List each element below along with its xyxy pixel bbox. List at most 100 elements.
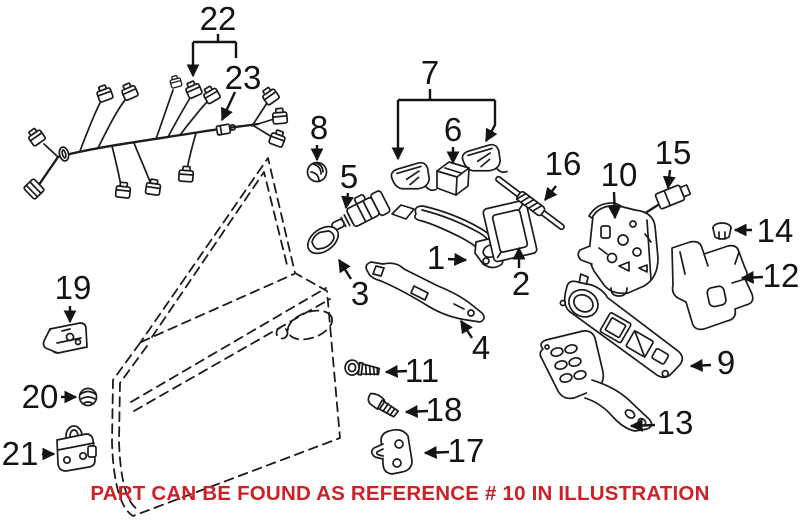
door-handle-cutout (286, 309, 334, 341)
part-6-lock-cap (436, 161, 470, 196)
callout-15: 15 (655, 134, 692, 190)
part-22-wiring-harness (23, 74, 289, 200)
leader-arrow-18 (404, 404, 429, 418)
callout-16: 16 (544, 145, 581, 202)
callout-17: 17 (423, 432, 485, 469)
callout-6-label: 6 (444, 111, 462, 148)
callout-14: 14 (733, 212, 794, 249)
part-23-harness-clip (215, 123, 237, 136)
callout-20-label: 20 (22, 378, 59, 415)
callout-6: 6 (444, 111, 462, 165)
leader-arrow-5 (341, 192, 354, 210)
callout-3-label: 3 (351, 275, 369, 312)
part-7-handle-cap-left (388, 159, 437, 201)
callouts: 22 23 8 5 7 6 16 10 (2, 0, 800, 472)
callout-13-label: 13 (657, 404, 694, 441)
connector-icon (177, 165, 195, 183)
connector-icon (200, 83, 222, 106)
callout-23-label: 23 (225, 59, 262, 96)
part-20-grommet (78, 387, 98, 407)
callout-7-label: 7 (421, 54, 439, 91)
callout-23: 23 (220, 59, 262, 122)
callout-17-label: 17 (448, 432, 485, 469)
connector-icon (168, 74, 183, 89)
connector-icon (182, 78, 204, 100)
part-14-plug (712, 222, 732, 240)
callout-22: 22 (186, 0, 238, 78)
callout-1: 1 (427, 239, 468, 276)
part-3-handle-gasket (306, 225, 340, 255)
line-art (23, 74, 754, 517)
callout-3: 3 (337, 258, 369, 312)
leader-arrow-11 (384, 364, 408, 378)
part-17-striker-plate (370, 428, 413, 475)
leader-arrow-10 (608, 191, 622, 220)
callout-9-label: 9 (717, 344, 735, 381)
callout-10: 10 (601, 156, 638, 220)
callout-9: 9 (689, 344, 735, 381)
part-15-connector (637, 184, 691, 219)
callout-19: 19 (55, 269, 92, 324)
leader-arrow-15 (662, 169, 676, 190)
callout-18-label: 18 (426, 391, 463, 428)
callout-13: 13 (629, 404, 694, 441)
part-12-lock-cover (671, 240, 754, 331)
part-11-screw (344, 359, 381, 376)
part-10-door-lock-actuator (577, 202, 659, 297)
part-16-lock-rod (495, 175, 565, 231)
callout-7: 7 (391, 54, 498, 161)
callout-2-label: 2 (512, 265, 530, 302)
callout-8: 8 (310, 109, 328, 162)
callout-5-label: 5 (340, 158, 358, 195)
part-13-bracket (539, 330, 653, 432)
leader-arrow-12 (740, 270, 764, 284)
connector-icon (23, 178, 45, 200)
callout-5: 5 (340, 158, 358, 210)
callout-21: 21 (2, 435, 56, 472)
leader-arrow-1 (447, 252, 468, 266)
connector-icon (24, 125, 47, 148)
part-8-grommet (306, 161, 328, 183)
part-19-door-hinge-upper (42, 322, 88, 354)
callout-18: 18 (404, 391, 463, 428)
callout-4: 4 (459, 319, 490, 366)
callout-11-label: 11 (405, 352, 439, 389)
callout-12-label: 12 (763, 257, 800, 294)
callout-2: 2 (512, 246, 530, 302)
callout-20: 20 (22, 378, 78, 415)
connector-icon (258, 84, 281, 107)
callout-21-label: 21 (2, 435, 39, 472)
callout-10-label: 10 (601, 156, 638, 193)
callout-19-label: 19 (55, 269, 92, 306)
connector-icon (114, 180, 132, 200)
leader-arrow-7b (484, 100, 498, 143)
part-18-screw (367, 392, 400, 418)
leader-arrow-23 (220, 91, 237, 122)
callout-11: 11 (384, 352, 439, 389)
leader-arrow-4 (459, 319, 474, 339)
callout-1-label: 1 (427, 239, 445, 276)
leader-arrow-16 (544, 185, 558, 202)
callout-8-label: 8 (310, 109, 328, 146)
connector-icon (118, 80, 140, 102)
callout-15-label: 15 (655, 134, 692, 171)
callout-14-label: 14 (757, 212, 794, 249)
caption-text: PART CAN BE FOUND AS REFERENCE # 10 IN I… (90, 482, 710, 505)
connector-icon (267, 127, 288, 149)
callout-4-label: 4 (472, 329, 490, 366)
connector-icon (271, 107, 289, 125)
part-5-lock-cylinder (331, 190, 391, 231)
connector-icon (94, 82, 115, 104)
callout-22-label: 22 (200, 0, 237, 37)
door-panel-outline (111, 157, 341, 517)
leader-arrow-13 (629, 419, 656, 432)
callout-12: 12 (740, 257, 800, 294)
leader-arrow-3 (337, 258, 353, 280)
connector-icon (144, 177, 163, 197)
part-21-door-hinge-lower (56, 425, 97, 472)
leader-arrow-9 (689, 358, 712, 372)
leader-arrow-17 (423, 446, 450, 459)
callout-22-bracket (193, 34, 238, 58)
